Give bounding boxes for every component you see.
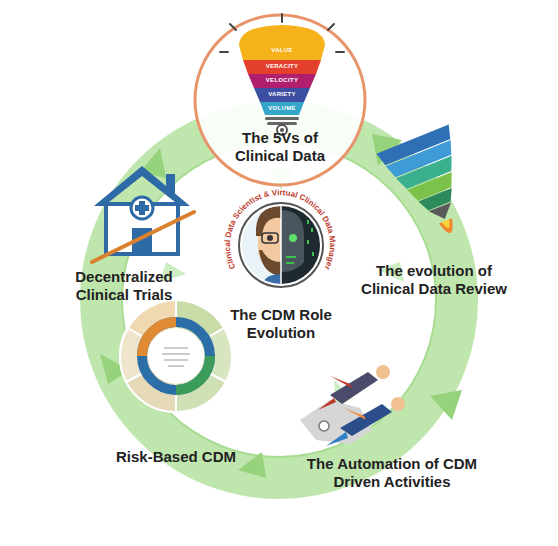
band-label: VOLUME [262, 105, 302, 112]
funnel-rocket-icon [376, 125, 486, 248]
topic-label: The evolution of Clinical Data Review [354, 262, 514, 298]
topic-title: Risk-Based CDM [106, 448, 246, 466]
band-label: VELOCITY [254, 77, 310, 84]
topic-title: The Automation of CDM Driven Activities [304, 455, 480, 491]
topic-title: Decentralized Clinical Trials [62, 268, 186, 304]
topic-title: The evolution of Clinical Data Review [354, 262, 514, 298]
highlight-circle [195, 15, 365, 185]
band-label: VARIETY [258, 91, 306, 98]
house-icon [92, 166, 194, 262]
lightbulb [220, 0, 344, 135]
topic-label: The Automation of CDM Driven Activities [304, 455, 480, 491]
topic-label: Decentralized Clinical Trials [62, 268, 186, 304]
svg-text:Clinical Data Scientist & Virt: Clinical Data Scientist & Virtual Clinic… [223, 188, 337, 271]
role-face-icon: Clinical Data Scientist & Virtual Clinic… [223, 188, 337, 287]
automation-icon [300, 365, 405, 446]
risk-wheel-icon [120, 300, 232, 412]
topic-label: Risk-Based CDM [106, 448, 246, 466]
topic-title: The 5Vs of Clinical Data [229, 129, 331, 165]
band-label: VALUE [252, 47, 312, 54]
center-topic: The CDM Role Evolution [223, 306, 339, 342]
topic-title: The CDM Role Evolution [223, 306, 339, 342]
focus-topic: The 5Vs of Clinical Data [195, 15, 365, 185]
curved-label: Clinical Data Scientist & Virtual Clinic… [223, 188, 337, 271]
band-label: VERACITY [252, 63, 312, 70]
